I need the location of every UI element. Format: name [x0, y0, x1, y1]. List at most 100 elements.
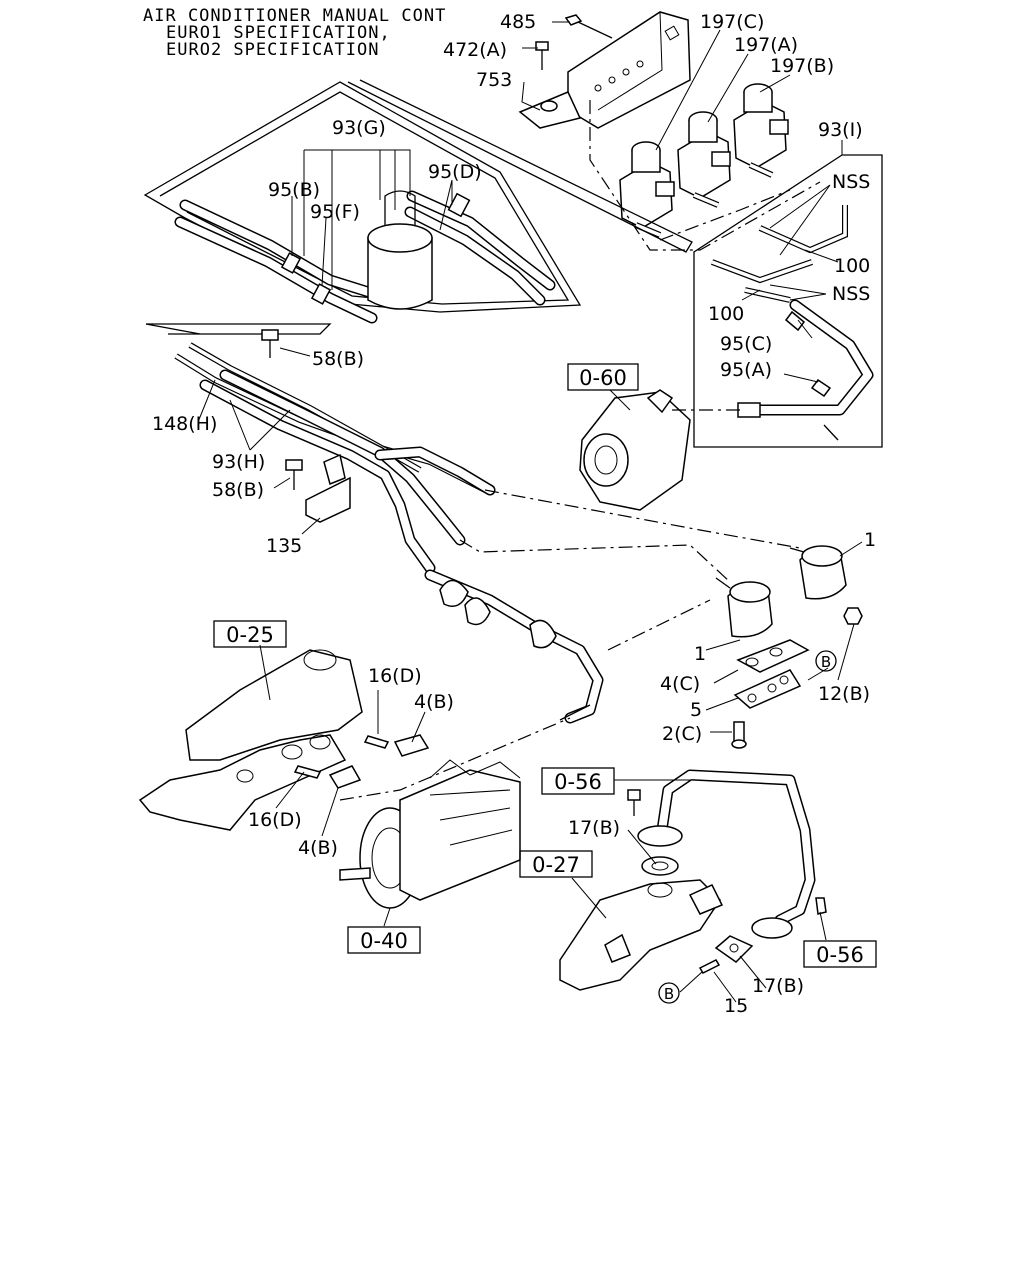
ref-box-0-27: 0-27 — [519, 850, 593, 878]
leader-lines — [197, 21, 863, 1003]
egr-valve-upper — [789, 545, 847, 600]
canister — [367, 190, 433, 310]
label-95d: 95(D) — [428, 161, 482, 183]
ref-0-25: 0-25 — [226, 623, 274, 647]
circle-marker-b-manifold: B — [658, 982, 680, 1004]
label-472a: 472(A) — [443, 39, 507, 61]
label-95f: 95(F) — [310, 201, 360, 223]
nss-hose-assembly — [710, 205, 874, 441]
egr-pipe — [559, 704, 591, 721]
ref-box-0-56-upper: 0-56 — [541, 767, 615, 795]
label-135: 135 — [266, 535, 302, 557]
label-100-right: 100 — [834, 255, 870, 277]
bolt-upper-0-56 — [627, 789, 641, 816]
egr-valve-lower — [715, 577, 773, 638]
ref-box-0-40: 0-40 — [347, 926, 421, 954]
bolt-right-0-56 — [815, 897, 827, 915]
label-1-upper: 1 — [864, 529, 876, 551]
clamp-95f — [310, 283, 332, 305]
label-1-lower: 1 — [694, 643, 706, 665]
circle-marker-b-egr-text: B — [821, 653, 831, 671]
part-labels: 485 472(A) 753 197(C) 197(A) 197(B) 93(G… — [152, 11, 876, 1017]
bolt-485 — [564, 14, 613, 39]
label-93h: 93(H) — [212, 451, 265, 473]
label-nss-upper: NSS — [832, 171, 870, 193]
ref-0-40: 0-40 — [360, 929, 408, 953]
bolt-472a — [535, 41, 549, 70]
ref-box-0-25: 0-25 — [213, 620, 287, 648]
egr-gaskets — [733, 639, 810, 709]
label-93i: 93(I) — [818, 119, 863, 141]
manifold-0-27 — [559, 879, 724, 991]
gasket-17b-lower — [714, 935, 754, 963]
gasket-17b-upper — [641, 856, 679, 876]
vacuum-pump — [579, 389, 740, 511]
vacuum-route-line — [589, 100, 821, 251]
label-485: 485 — [500, 11, 536, 33]
stud-15 — [698, 959, 721, 974]
label-58b-lower: 58(B) — [212, 479, 264, 501]
circle-marker-b-manifold-text: B — [664, 985, 674, 1003]
label-4c: 4(C) — [660, 673, 700, 695]
label-nss-lower: NSS — [832, 283, 870, 305]
lower-hose-frame — [145, 323, 332, 335]
solenoid-197c — [619, 141, 675, 238]
hose-group-93g — [174, 190, 556, 324]
label-197c: 197(C) — [700, 11, 764, 33]
label-58b-upper: 58(B) — [312, 348, 364, 370]
label-753: 753 — [476, 69, 512, 91]
ref-0-56-lower: 0-56 — [816, 943, 864, 967]
ref-0-60: 0-60 — [579, 366, 627, 390]
label-95a: 95(A) — [720, 359, 772, 381]
label-16d-lower: 16(D) — [248, 809, 302, 831]
ref-box-0-60: 0-60 — [567, 363, 639, 391]
diagram-header: AIR CONDITIONER MANUAL CONT EURO1 SPECIF… — [143, 6, 446, 60]
injection-pump-0-40 — [339, 759, 521, 909]
stud-16d-lower — [293, 765, 322, 779]
manifold-0-25 — [138, 649, 363, 831]
bolt-58b-upper — [261, 329, 279, 358]
solenoid-197b — [733, 83, 789, 178]
label-4b-lower: 4(B) — [298, 837, 338, 859]
solenoid-197a — [677, 111, 731, 208]
circle-marker-b-egr: B — [815, 650, 837, 672]
nss-box — [693, 154, 883, 448]
hose-group-93h — [174, 342, 496, 574]
header-line-1: AIR CONDITIONER MANUAL CONT — [143, 6, 446, 26]
hose-to-egr — [424, 489, 801, 724]
clamp-95b — [280, 252, 302, 274]
bolt-2c — [731, 721, 747, 749]
label-16d-upper: 16(D) — [368, 665, 422, 687]
clamp-95d — [447, 192, 471, 218]
bracket-135 — [305, 453, 351, 523]
label-17b-lower: 17(B) — [752, 975, 804, 997]
stud-16d-upper — [363, 735, 390, 749]
label-148h: 148(H) — [152, 413, 217, 435]
egr-pipe-route — [339, 717, 571, 801]
gasket-4b-upper — [393, 734, 430, 757]
ref-0-56-upper: 0-56 — [554, 770, 602, 794]
label-12b: 12(B) — [818, 683, 870, 705]
label-5: 5 — [690, 699, 702, 721]
label-197b: 197(B) — [770, 55, 834, 77]
vsv-bracket — [518, 11, 691, 129]
label-17b-upper: 17(B) — [568, 817, 620, 839]
label-4b-upper: 4(B) — [414, 691, 454, 713]
header-line-3: EURO2 SPECIFICATION — [166, 40, 379, 60]
label-95c: 95(C) — [720, 333, 772, 355]
ref-0-27: 0-27 — [532, 853, 580, 877]
nut-12b — [843, 607, 863, 625]
gasket-4b-lower — [328, 765, 362, 789]
ref-box-0-56-lower: 0-56 — [803, 940, 877, 968]
label-95b: 95(B) — [268, 179, 320, 201]
label-2c: 2(C) — [662, 723, 702, 745]
label-93g: 93(G) — [332, 117, 386, 139]
header-line-2: EURO1 SPECIFICATION, — [166, 23, 391, 43]
label-15: 15 — [724, 995, 748, 1017]
label-197a: 197(A) — [734, 34, 798, 56]
label-100-left: 100 — [708, 303, 744, 325]
bolt-58b-lower — [285, 459, 303, 490]
vacuum-route-line-2 — [659, 189, 791, 241]
exhaust-pipe-0-56 — [637, 769, 816, 939]
